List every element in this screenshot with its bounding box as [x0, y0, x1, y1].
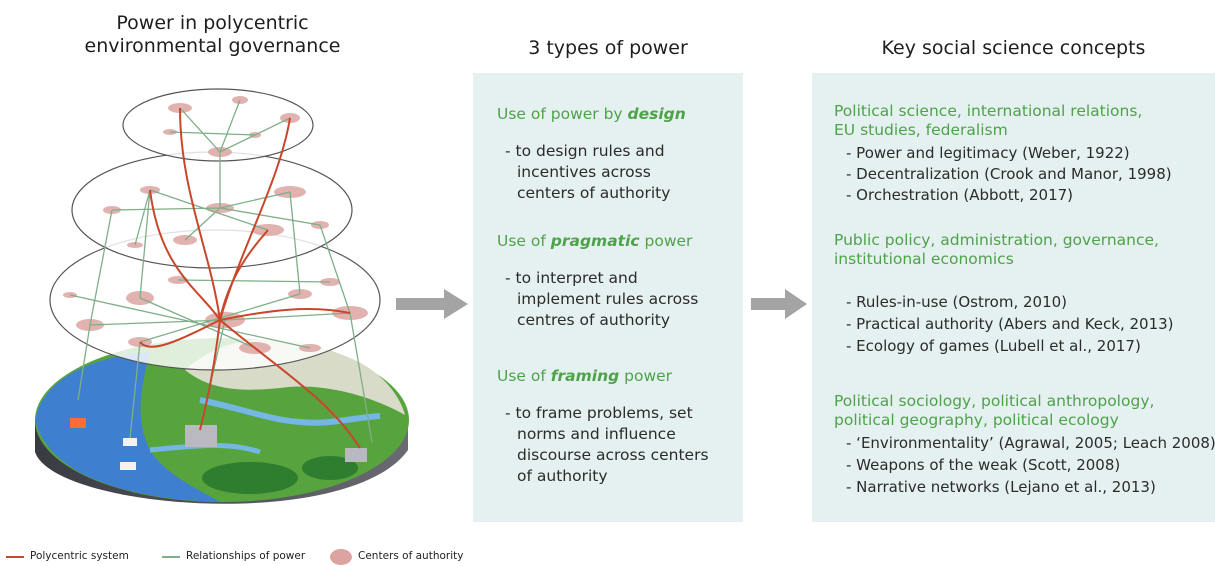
pragmatic-desc-2: implement rules across	[517, 290, 699, 308]
framing-desc-4: of authority	[517, 467, 608, 485]
design-desc-3: centers of authority	[517, 184, 671, 202]
legend-polycentric-swatch	[6, 556, 24, 558]
concepts-panel: Political science, international relatio…	[812, 73, 1215, 522]
framing-desc-3: discourse across centers	[517, 446, 709, 464]
pragmatic-emph: pragmatic	[550, 232, 640, 250]
group-2-item-3: - Ecology of games (Lubell et al., 2017)	[846, 337, 1141, 355]
group-2-heading-2: institutional economics	[834, 250, 1014, 268]
legend-centers-swatch	[330, 549, 352, 565]
group-3-item-1: - ‘Environmentality’ (Agrawal, 2005; Lea…	[846, 434, 1215, 452]
factory-icon	[345, 448, 367, 462]
design-heading: Use of power by design	[497, 105, 686, 123]
group-2-item-2: - Practical authority (Abers and Keck, 2…	[846, 315, 1174, 333]
power-types-panel: Use of power by design - to design rules…	[473, 73, 743, 522]
ship-icon	[123, 438, 137, 446]
legend: Polycentric system Relationships of powe…	[6, 549, 476, 565]
pragmatic-desc-1: - to interpret and	[505, 269, 638, 287]
arrow-right-icon	[396, 289, 468, 319]
forest-2	[302, 456, 358, 480]
left-title-line2: environmental governance	[84, 35, 341, 57]
group-2-item-1: - Rules-in-use (Ostrom, 2010)	[846, 293, 1068, 311]
framing-desc-1: - to frame problems, set	[505, 404, 693, 422]
city-icon	[185, 425, 217, 447]
left-title-line1: Power in polycentric	[116, 12, 309, 34]
middle-title: 3 types of power	[528, 37, 688, 59]
oil-rig-icon	[70, 418, 86, 428]
framing-heading: Use of framing power	[497, 367, 673, 385]
group-1-item-3: - Orchestration (Abbott, 2017)	[846, 186, 1074, 204]
group-3-item-2: - Weapons of the weak (Scott, 2008)	[846, 456, 1121, 474]
group-3-item-3: - Narrative networks (Lejano et al., 201…	[846, 478, 1156, 496]
framing-emph: framing	[550, 367, 620, 385]
left-title: Power in polycentric environmental gover…	[40, 12, 385, 58]
polycentric-system	[139, 107, 361, 449]
legend-relationships-label: Relationships of power	[186, 550, 306, 562]
legend-relationships-swatch	[162, 556, 180, 558]
ship-icon-2	[120, 462, 136, 470]
pragmatic-desc-3: centres of authority	[517, 311, 671, 329]
river	[199, 397, 381, 426]
legend-polycentric-label: Polycentric system	[30, 550, 129, 562]
design-desc-2: incentives across	[517, 163, 651, 181]
group-1-item-1: - Power and legitimacy (Weber, 1922)	[846, 144, 1130, 162]
group-2-heading-1: Public policy, administration, governanc…	[834, 231, 1159, 249]
group-1-heading-2: EU studies, federalism	[834, 121, 1008, 139]
pragmatic-heading: Use of pragmatic power	[497, 232, 693, 250]
design-emph: design	[627, 105, 686, 123]
right-title: Key social science concepts	[881, 37, 1146, 59]
group-1-item-2: - Decentralization (Crook and Manor, 199…	[846, 165, 1172, 183]
forest	[202, 462, 298, 494]
group-3-heading-1: Political sociology, political anthropol…	[834, 392, 1155, 410]
group-1-heading-1: Political science, international relatio…	[834, 102, 1143, 120]
disk-sea	[35, 352, 220, 502]
arrow-right-icon-2	[751, 289, 807, 319]
polycentric-illustration	[35, 88, 409, 504]
legend-centers-label: Centers of authority	[358, 550, 464, 562]
group-3-heading-2: political geography, political ecology	[834, 411, 1119, 429]
framing-desc-2: norms and influence	[517, 425, 676, 443]
landscape-disk	[35, 338, 409, 504]
design-desc-1: - to design rules and	[505, 142, 665, 160]
